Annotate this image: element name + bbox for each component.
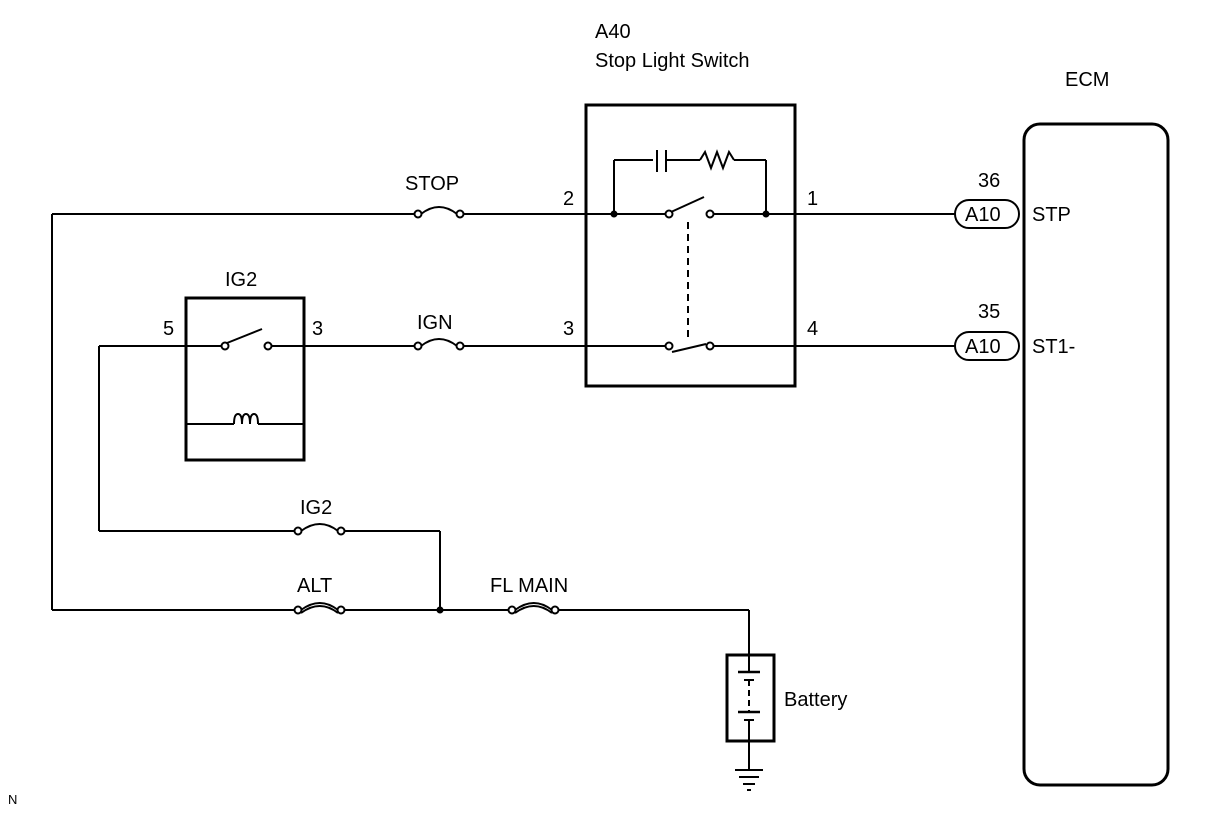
battery-icon xyxy=(725,653,776,770)
ig2-relay-box xyxy=(184,296,306,462)
switch-pin-1: 1 xyxy=(807,188,818,210)
stp-connector-label: A10 xyxy=(965,204,1001,226)
ign-fuse-label: IGN xyxy=(417,312,453,334)
stop-fuse-label: STOP xyxy=(405,173,459,195)
relay-pin-3: 3 xyxy=(312,318,323,340)
alt-fuse-label: ALT xyxy=(297,575,332,597)
bypass-network xyxy=(613,149,767,214)
stp-connector xyxy=(954,199,1020,229)
stop-circuit xyxy=(52,196,955,219)
switch-code: A40 xyxy=(595,21,631,43)
st1-connector-label: A10 xyxy=(965,336,1001,358)
switch-pin-4: 4 xyxy=(807,318,818,340)
ground-icon xyxy=(735,769,763,791)
st1-terminal-label: ST1- xyxy=(1032,336,1075,358)
battery-label: Battery xyxy=(784,689,847,711)
fl-main-fuse-label: FL MAIN xyxy=(490,575,568,597)
stp-pin-number: 36 xyxy=(978,170,1000,192)
relay-label: IG2 xyxy=(225,269,257,291)
ecm-box xyxy=(1022,122,1170,787)
relay-coil-icon xyxy=(186,412,304,425)
ign-circuit xyxy=(99,328,955,353)
stp-terminal-label: STP xyxy=(1032,204,1071,226)
switch-name: Stop Light Switch xyxy=(595,50,750,72)
ig2-fuse-label: IG2 xyxy=(300,497,332,519)
switch-pin-3: 3 xyxy=(563,318,574,340)
feed-lines xyxy=(51,214,750,655)
switch-pin-2: 2 xyxy=(563,188,574,210)
st1-connector xyxy=(954,331,1020,361)
ecm-label: ECM xyxy=(1065,69,1109,91)
st1-pin-number: 35 xyxy=(978,301,1000,323)
corner-mark: N xyxy=(8,792,17,807)
stop-light-switch-box xyxy=(584,103,797,388)
relay-pin-5: 5 xyxy=(163,318,174,340)
